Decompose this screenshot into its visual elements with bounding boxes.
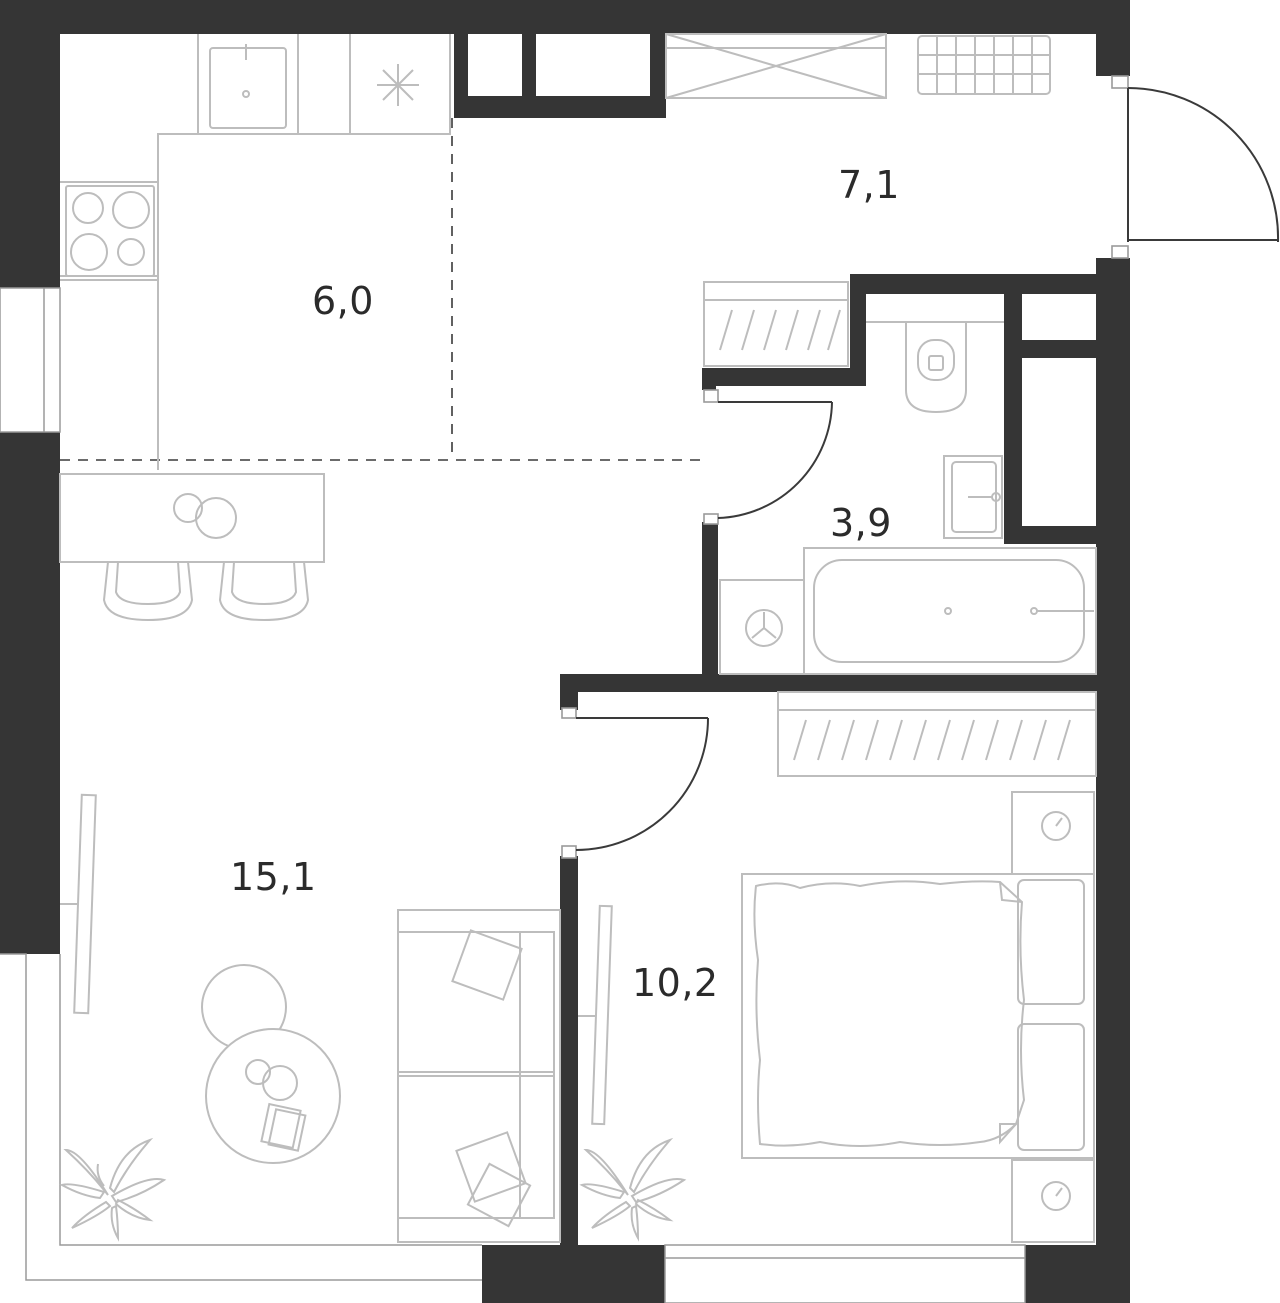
- plant-icon: [579, 1137, 687, 1242]
- nightstand-icon: [1011, 791, 1095, 875]
- kitchen-area-label: 6,0: [312, 279, 374, 323]
- hallway-furniture: [665, 33, 1051, 367]
- wardrobe-icon: [703, 281, 849, 367]
- walls: [0, 0, 1130, 1303]
- nightstand-icon: [1011, 1159, 1095, 1243]
- windows: [0, 287, 1026, 1303]
- bed-icon: [741, 873, 1095, 1159]
- bathroom-door[interactable]: [703, 389, 833, 525]
- entrance-door[interactable]: [1111, 75, 1280, 259]
- room-labels: 6,0 7,1 3,9 15,1 10,2: [230, 163, 900, 1005]
- tv-icon: [578, 904, 613, 1126]
- hob-icon: [65, 185, 155, 277]
- sink-icon: [209, 44, 287, 129]
- round-table-icon: [201, 964, 341, 1164]
- shoe-rack-icon: [917, 35, 1051, 95]
- dishwasher-icon: [377, 64, 419, 106]
- wardrobe-icon: [777, 691, 1097, 777]
- bathtub-icon: [803, 547, 1097, 675]
- kitchen-furniture: [60, 34, 451, 470]
- living-furniture: [59, 793, 561, 1243]
- tv-icon: [60, 793, 97, 1015]
- toilet-icon: [905, 322, 967, 414]
- chair-icon: [102, 561, 194, 622]
- zone-dividers: [60, 118, 705, 461]
- washing-machine-icon: [719, 579, 805, 675]
- washbasin-icon: [943, 455, 1003, 539]
- bedroom-door[interactable]: [561, 707, 709, 859]
- doors: [561, 75, 1280, 859]
- chair-icon: [218, 561, 310, 622]
- bathroom-area-label: 3,9: [830, 501, 892, 545]
- plant-icon: [59, 1137, 167, 1242]
- sofa-icon: [397, 909, 561, 1243]
- bedroom-area-label: 10,2: [632, 961, 719, 1005]
- bathroom-fixtures: [719, 321, 1097, 675]
- hallway-area-label: 7,1: [838, 163, 900, 207]
- dining-set: [59, 473, 325, 622]
- bedroom-furniture: [578, 691, 1097, 1243]
- living-area-label: 15,1: [230, 855, 317, 899]
